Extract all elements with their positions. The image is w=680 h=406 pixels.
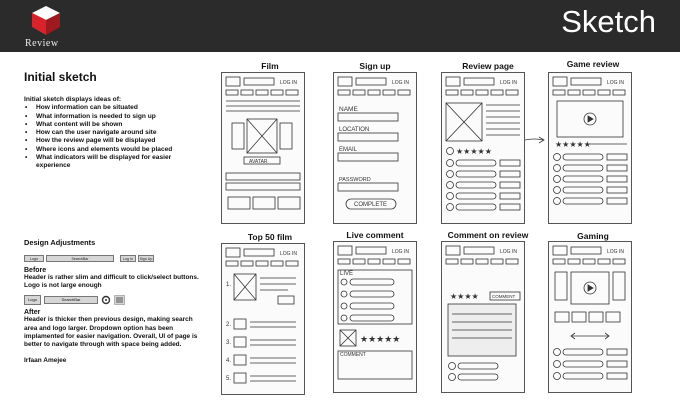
mock-searchbar: SearchBar [46, 255, 114, 262]
sketch-note: LOG IN [280, 80, 297, 86]
mock-logo: Logo [24, 294, 41, 305]
sketch-note: LOG IN [500, 249, 517, 255]
sketch-card-film: LOG IN AVATAR [221, 72, 305, 224]
sketch-note: COMMENT [340, 352, 366, 358]
sketch-note: LOCATION [339, 127, 369, 133]
menu-icon [114, 295, 125, 305]
svg-text:3.: 3. [226, 340, 231, 346]
svg-text:★★★★★: ★★★★★ [555, 140, 591, 149]
sketch-note: COMPLETE [354, 202, 387, 208]
sketch-title-gaming: Gaming [577, 231, 609, 241]
svg-text:★★★★: ★★★★ [450, 292, 479, 301]
sketch-note: LOG IN [500, 80, 517, 86]
list-item: How the review page will be displayed [25, 137, 200, 146]
sketch-card-signup: LOG IN NAME LOCATION EMAIL PASSWORD COMP… [333, 72, 417, 224]
sketch-card-gaming: LOG IN [548, 241, 632, 393]
header-bar: Review Sketch [0, 0, 680, 52]
after-header-mock: Logo SearchBar [24, 294, 200, 305]
sketch-note: AVATAR [249, 159, 268, 165]
list-item: How can the user navigate around site [25, 129, 200, 138]
list-item: What information is needed to sign up [25, 113, 200, 122]
sketch-note: LOG IN [607, 80, 624, 86]
sketch-note: PASSWORD [339, 177, 371, 183]
before-header-mock: Logo SearchBar Log In Sign Up [24, 255, 200, 262]
sketch-title-review: Review page [462, 61, 514, 71]
page-title: Sketch [561, 4, 656, 39]
adjustments-title: Design Adjustments [24, 238, 96, 247]
before-text: Header is rather slim and difficult to c… [24, 274, 199, 290]
sketch-card-comment-review: LOG IN ★★★★ COMMENT [441, 241, 525, 393]
intro-title: Initial sketch [24, 70, 97, 84]
svg-text:5.: 5. [226, 376, 231, 382]
sketch-note: LOG IN [280, 251, 297, 257]
sketch-note: EMAIL [339, 147, 358, 153]
sketch-title-film: Film [261, 61, 279, 71]
svg-text:4.: 4. [226, 358, 231, 364]
mock-searchbar: SearchBar [44, 295, 98, 304]
review-logo-icon [32, 6, 60, 35]
list-item: What content will be shown [25, 121, 200, 130]
svg-text:★★★★★: ★★★★★ [456, 147, 492, 156]
sketch-title-live-comment: Live comment [346, 230, 404, 240]
list-item: What indicators will be displayed for ea… [25, 154, 200, 171]
settings-icon [101, 295, 111, 305]
sketch-title-comment-review: Comment on review [447, 230, 529, 240]
before-label: Before [24, 267, 47, 274]
mock-logo: Logo [24, 255, 44, 262]
arrow-icon [524, 136, 545, 144]
sketch-note: LOG IN [392, 80, 409, 86]
logo-text: Review [25, 38, 59, 49]
mock-signup: Sign Up [138, 255, 154, 262]
intro-lead: Initial sketch displays ideas of: [24, 96, 122, 103]
svg-text:★★★★★: ★★★★★ [360, 334, 400, 344]
intro-bullets: How information can be situated What inf… [24, 104, 200, 170]
sketch-card-review: LOG IN ★★★★★ [441, 72, 525, 224]
sketch-note: LIVE [340, 271, 353, 277]
list-item: How information can be situated [25, 104, 200, 113]
sketch-card-live-comment: LOG IN LIVE ★★★★★ COMMENT [333, 241, 417, 393]
sketch-title-signup: Sign up [359, 61, 391, 71]
author-name: Irfaan Amejee [24, 357, 67, 365]
svg-text:2.: 2. [226, 322, 231, 328]
sketch-note: LOG IN [392, 249, 409, 255]
sketch-card-top50: LOG IN 1. 2. 3. 4. 5. [221, 243, 305, 395]
svg-text:1.: 1. [226, 282, 231, 288]
sketch-title-top50: Top 50 film [247, 232, 293, 242]
intro-section: Initial sketch Initial sketch displays i… [24, 70, 200, 171]
sketch-note: COMMENT [492, 294, 515, 299]
after-label: After [24, 309, 41, 317]
sketch-note: NAME [339, 106, 358, 113]
design-adjustments: Design Adjustments Logo SearchBar Log In… [24, 238, 200, 365]
sketch-note: LOG IN [607, 249, 624, 255]
sketch-title-game-review: Game review [566, 59, 620, 69]
sketch-card-game-review: LOG IN ★★★★★ [548, 72, 632, 224]
list-item: Where icons and elements would be placed [25, 146, 200, 155]
mock-login: Log In [120, 255, 136, 262]
after-text: Header is thicker then previous design, … [24, 316, 198, 349]
